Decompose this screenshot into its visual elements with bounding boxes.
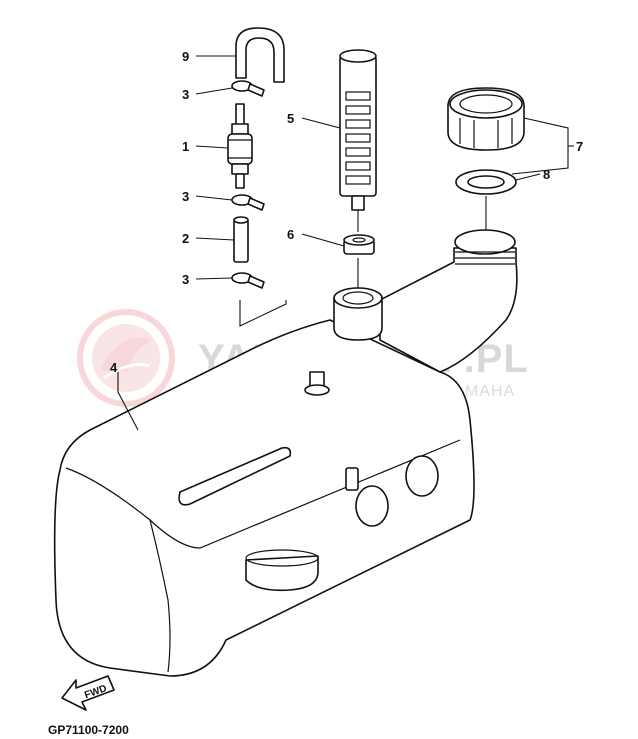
fwd-marker: FWD [61, 675, 115, 711]
clamp-b [231, 194, 265, 211]
clamp-c [231, 272, 265, 289]
hose-short [233, 216, 249, 263]
fuel-tank [53, 229, 518, 677]
filler-cap [447, 87, 525, 151]
fuel-filter [227, 103, 253, 189]
grommet [343, 234, 375, 255]
callout-grommet: 6 [287, 227, 294, 242]
diagram-code: GP71100-7200 [48, 723, 129, 737]
callout-clamp-a: 3 [182, 87, 189, 102]
strainer [339, 49, 377, 211]
callout-tank: 4 [110, 360, 118, 375]
watermark-logo-icon [77, 309, 175, 407]
callout-hose-top: 9 [182, 49, 189, 64]
callout-gasket: 8 [543, 167, 550, 182]
gasket [455, 169, 517, 195]
callout-filter: 1 [182, 139, 189, 154]
callout-hose-short: 2 [182, 231, 189, 246]
callout-strainer: 5 [287, 111, 294, 126]
clamp-a [231, 80, 265, 97]
callout-clamp-b: 3 [182, 189, 189, 204]
hose-top [235, 27, 285, 83]
callout-cap: 7 [576, 139, 583, 154]
callout-clamp-c: 3 [182, 272, 189, 287]
arrow-icon [61, 675, 115, 711]
